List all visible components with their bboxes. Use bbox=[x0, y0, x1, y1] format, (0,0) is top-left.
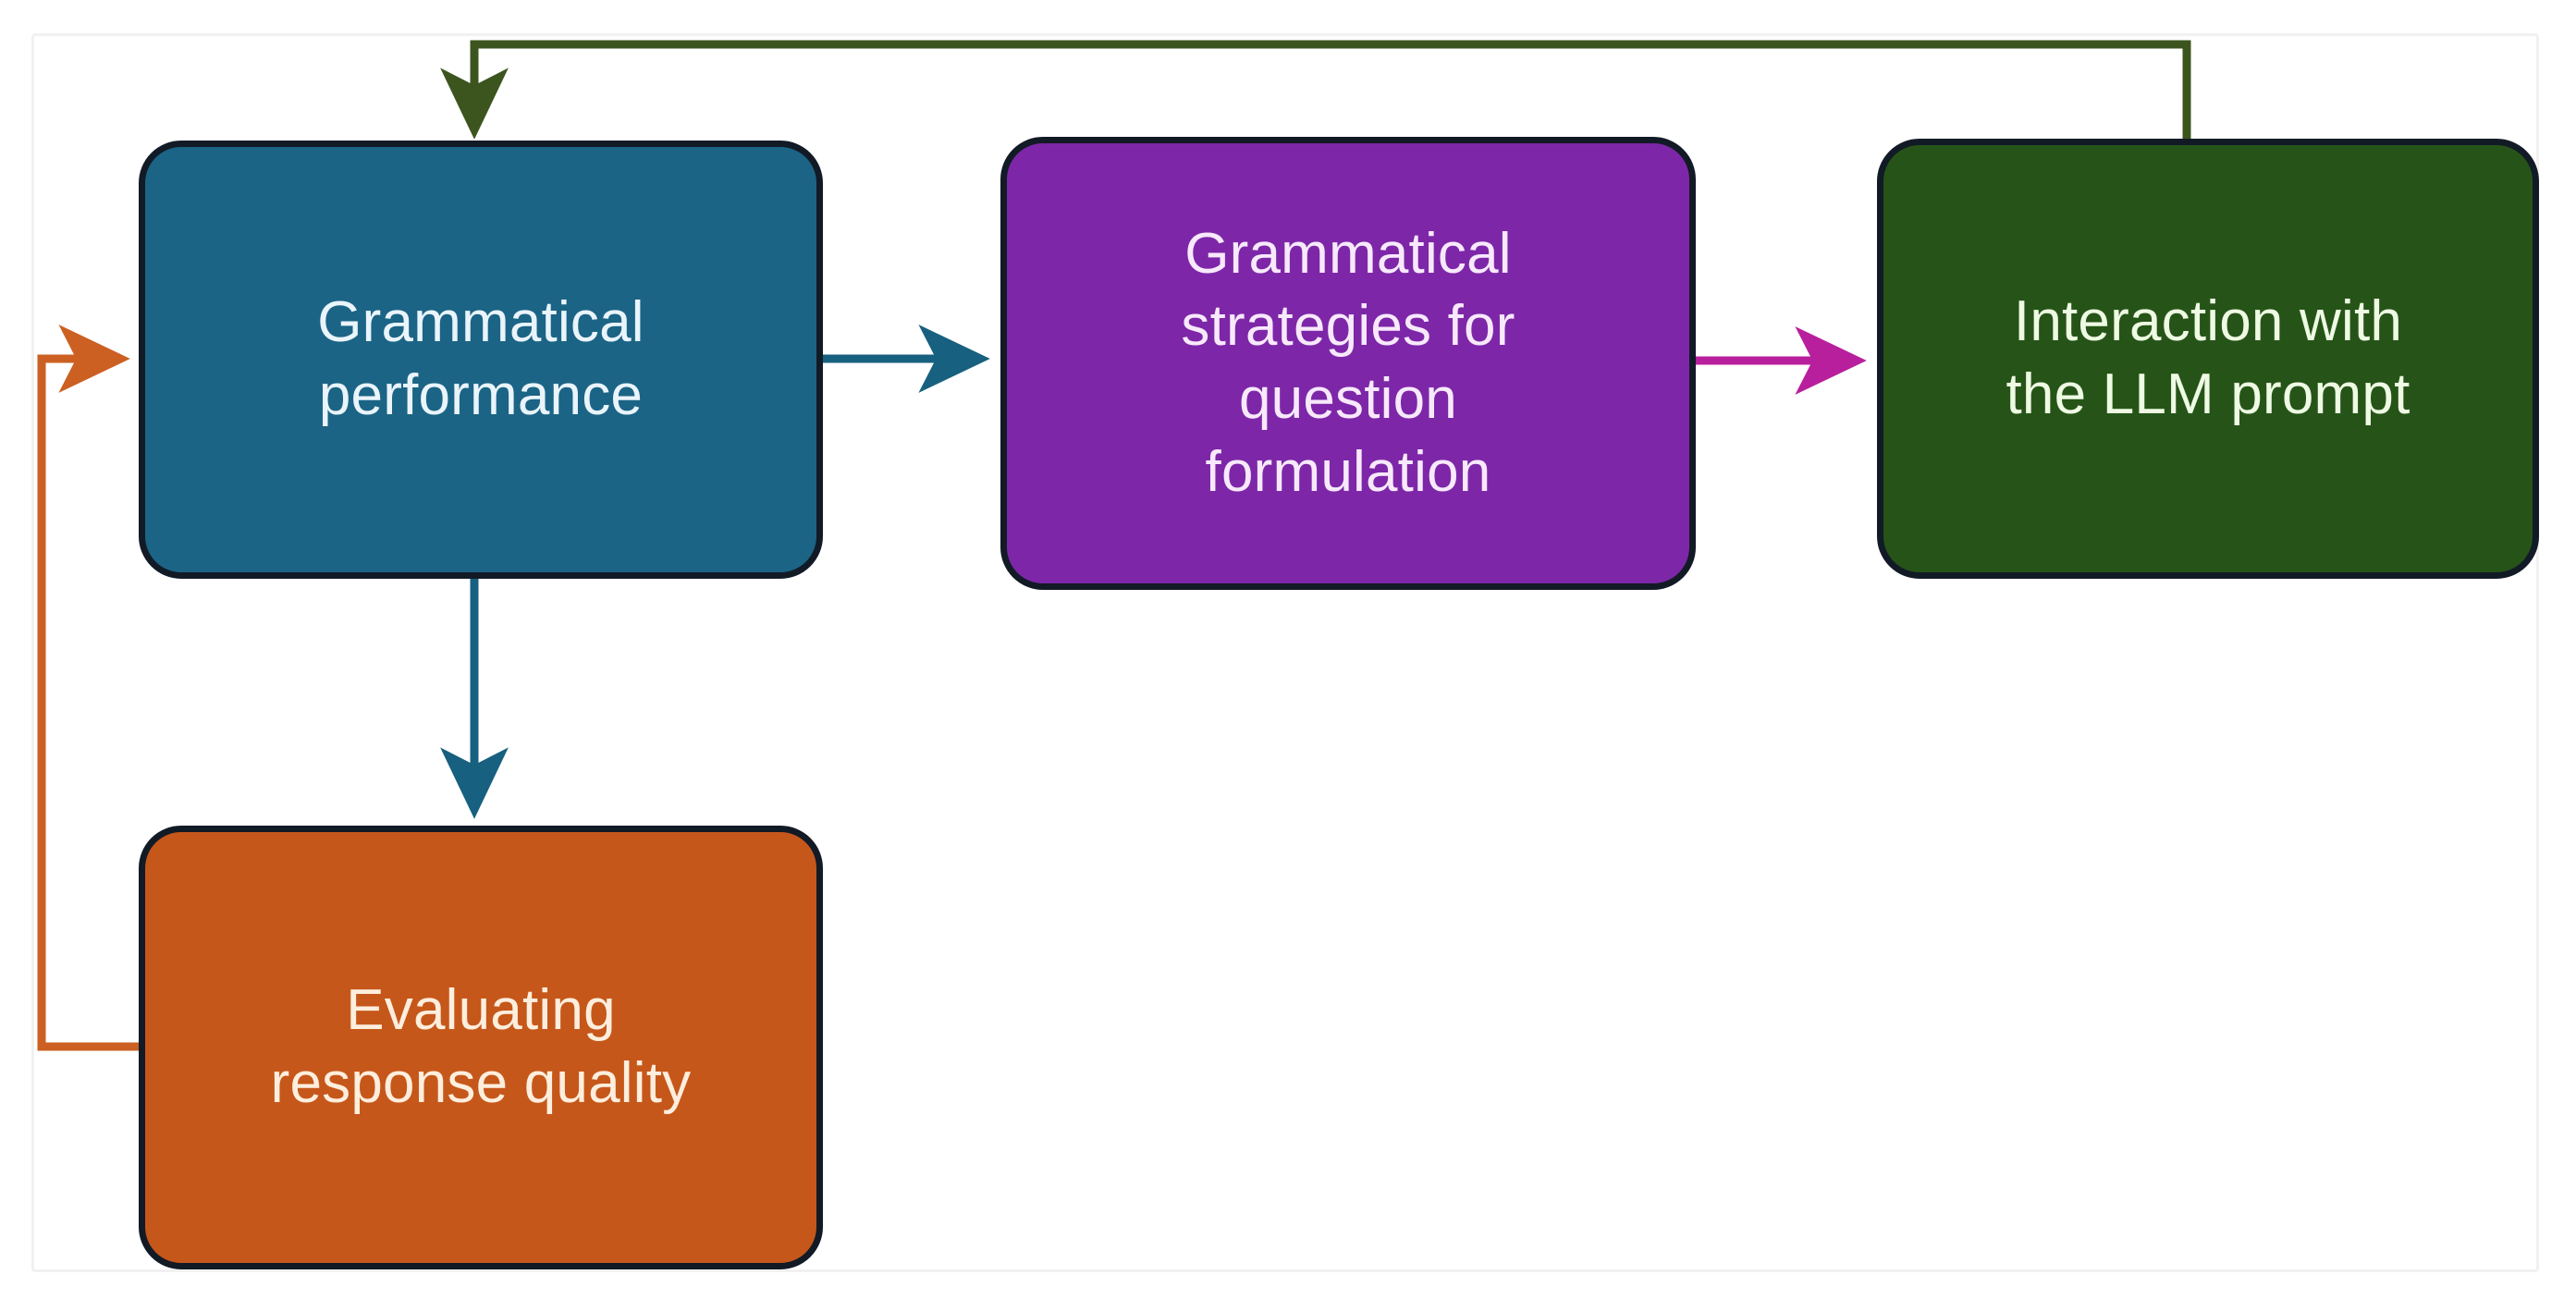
node-label: Grammatical strategies for question form… bbox=[1181, 221, 1515, 504]
node-interaction-llm[interactable]: Interaction with the LLM prompt bbox=[1877, 139, 2539, 579]
node-grammatical-strategies[interactable]: Grammatical strategies for question form… bbox=[1000, 137, 1696, 590]
node-grammatical-performance[interactable]: Grammatical performance bbox=[139, 141, 823, 579]
node-evaluating-response[interactable]: Evaluating response quality bbox=[139, 826, 823, 1269]
node-label: Evaluating response quality bbox=[270, 978, 692, 1115]
node-label: Grammatical performance bbox=[317, 290, 644, 427]
node-label: Interaction with the LLM prompt bbox=[2006, 289, 2410, 426]
